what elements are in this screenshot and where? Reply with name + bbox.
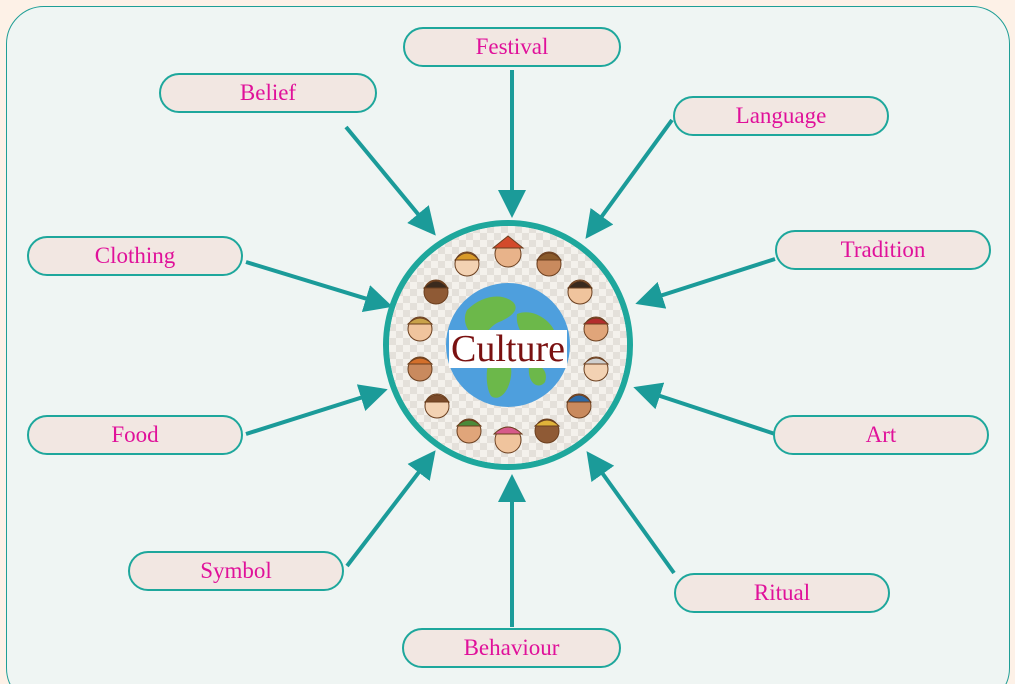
child-figure-icon bbox=[406, 316, 434, 342]
child-figure-icon bbox=[423, 393, 451, 419]
child-figure-icon bbox=[582, 356, 610, 382]
child-figure-icon bbox=[566, 279, 594, 305]
child-figure-icon bbox=[565, 393, 593, 419]
arrow-language bbox=[585, 118, 674, 239]
node-clothing: Clothing bbox=[27, 236, 243, 276]
child-figure-icon bbox=[535, 251, 563, 277]
node-tradition: Tradition bbox=[775, 230, 991, 270]
node-belief: Belief bbox=[159, 73, 377, 113]
child-figure-icon bbox=[455, 418, 483, 444]
node-art: Art bbox=[773, 415, 989, 455]
arrow-clothing bbox=[245, 260, 393, 312]
arrow-symbol bbox=[345, 450, 436, 568]
center-label: Culture bbox=[449, 328, 567, 370]
arrow-art bbox=[633, 382, 776, 436]
node-behaviour: Behaviour bbox=[402, 628, 621, 668]
child-figure-icon bbox=[491, 235, 525, 268]
node-food: Food bbox=[27, 415, 243, 455]
node-language: Language bbox=[673, 96, 889, 136]
child-figure-icon bbox=[533, 418, 561, 444]
child-figure-icon bbox=[406, 356, 434, 382]
arrow-belief bbox=[344, 125, 436, 236]
arrow-ritual bbox=[586, 451, 676, 575]
arrow-tradition bbox=[635, 257, 776, 309]
child-figure-icon bbox=[582, 316, 610, 342]
child-figure-icon bbox=[492, 426, 524, 454]
child-figure-icon bbox=[453, 251, 481, 277]
culture-hub: Culture bbox=[383, 220, 633, 470]
node-ritual: Ritual bbox=[674, 573, 890, 613]
arrow-food bbox=[245, 384, 388, 436]
node-festival: Festival bbox=[403, 27, 621, 67]
node-symbol: Symbol bbox=[128, 551, 344, 591]
child-figure-icon bbox=[422, 279, 450, 305]
